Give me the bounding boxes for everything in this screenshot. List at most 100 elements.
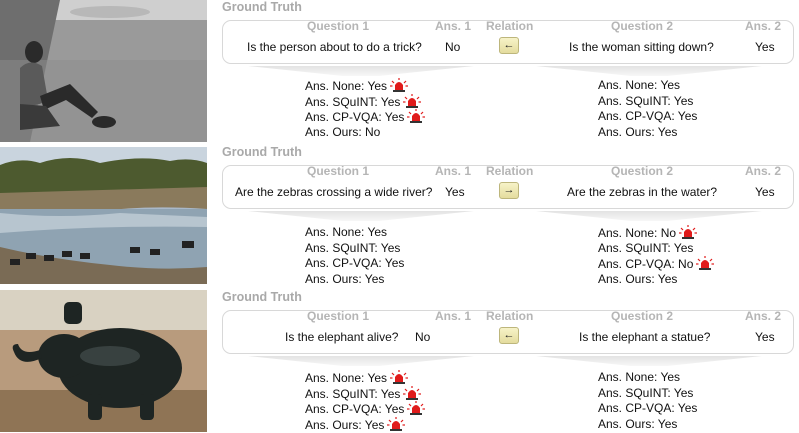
funnel-left [248, 211, 474, 221]
model-answer-row: Ans. CP-VQA: Yes [305, 109, 426, 125]
question-1-header: Question 1 [307, 19, 370, 33]
answer-2-text: Yes [755, 185, 775, 199]
model-answer-text: Ans. SQuINT: Yes [305, 94, 401, 109]
question-2-header: Question 2 [611, 19, 674, 33]
funnel-left [248, 66, 474, 76]
model-answer-row: Ans. Ours: No [305, 125, 425, 141]
model-answer-text: Ans. Ours: Yes [305, 271, 385, 286]
alert-siren-icon [403, 93, 422, 108]
question-2-header: Question 2 [611, 164, 674, 178]
model-answer-text: Ans. SQuINT: Yes [598, 385, 694, 400]
model-answer-row: Ans. Ours: Yes [305, 416, 425, 433]
alert-siren-icon [679, 225, 698, 239]
question-2-header: Question 2 [611, 309, 674, 323]
model-answer-row: Ans. SQuINT: Yes [598, 94, 697, 110]
question-pair-box: Question 1 Ans. 1 Relation Question 2 An… [222, 164, 794, 209]
answer-1-text: Yes [445, 185, 465, 199]
arrow-left-icon: ← [499, 327, 519, 344]
ground-truth-label: Ground Truth [222, 0, 302, 14]
relation-header: Relation [486, 19, 534, 33]
model-answer-row: Ans. CP-VQA: Yes [598, 401, 697, 417]
model-answer-row: Ans. CP-VQA: No [598, 256, 715, 272]
question-pair-box: Question 1 Ans. 1 Relation Question 2 An… [222, 19, 794, 64]
alert-siren-icon [390, 370, 409, 384]
funnel-right [536, 66, 762, 76]
answer-2-text: Yes [755, 330, 775, 344]
funnel-left [248, 356, 474, 366]
model-answer-text: Ans. None: Yes [305, 371, 388, 385]
funnel-right [536, 356, 762, 366]
ans-1-header: Ans. 1 [435, 309, 472, 323]
model-answer-row: Ans. None: Yes [305, 225, 404, 241]
model-answer-row: Ans. CP-VQA: Yes [598, 109, 697, 125]
alert-siren-icon [407, 109, 426, 123]
ans-2-header: Ans. 2 [745, 309, 782, 323]
question-2-text: Is the woman sitting down? [569, 40, 714, 54]
example-1-image [0, 0, 207, 142]
model-answer-row: Ans. Ours: Yes [305, 272, 404, 288]
arrow-right-icon: → [499, 182, 519, 199]
model-answer-text: Ans. Ours: Yes [598, 416, 678, 431]
model-answer-row: Ans. Ours: Yes [598, 417, 697, 433]
model-answer-row: Ans. SQuINT: Yes [598, 241, 714, 257]
question-pair-box: Question 1 Ans. 1 Relation Question 2 An… [222, 309, 794, 354]
relation-header: Relation [486, 309, 534, 323]
model-answer-text: Ans. None: Yes [305, 225, 388, 239]
model-answer-row: Ans. Ours: Yes [598, 272, 714, 288]
model-answer-text: Ans. CP-VQA: Yes [305, 256, 405, 270]
model-answer-row: Ans. None: Yes [305, 78, 425, 94]
model-answer-row: Ans. Ours: Yes [598, 125, 697, 141]
ans-1-header: Ans. 1 [435, 19, 472, 33]
model-answer-text: Ans. Ours: Yes [305, 417, 385, 432]
model-answer-text: Ans. None: Yes [598, 78, 681, 92]
question-2-text: Are the zebras in the water? [567, 185, 718, 199]
alert-siren-icon [390, 78, 409, 92]
alert-siren-icon [407, 401, 426, 415]
question-1-header: Question 1 [307, 164, 370, 178]
model-answer-text: Ans. SQuINT: Yes [598, 240, 694, 255]
model-answer-row: Ans. CP-VQA: Yes [305, 401, 426, 417]
ground-truth-label: Ground Truth [222, 145, 302, 159]
answer-2-text: Yes [755, 40, 775, 54]
model-answer-text: Ans. None: No [598, 226, 677, 240]
model-answer-row: Ans. SQuINT: Yes [305, 93, 425, 110]
model-answer-text: Ans. CP-VQA: Yes [305, 110, 405, 124]
answer-1-text: No [415, 330, 431, 344]
question-1-header: Question 1 [307, 309, 370, 323]
ans-2-header: Ans. 2 [745, 164, 782, 178]
model-answer-text: Ans. SQuINT: Yes [305, 240, 401, 255]
model-answer-row: Ans. None: Yes [305, 370, 425, 386]
example-3-image [0, 290, 207, 432]
alert-siren-icon [696, 256, 715, 270]
model-answer-row: Ans. SQuINT: Yes [305, 241, 404, 257]
ans-2-header: Ans. 2 [745, 19, 782, 33]
model-answer-text: Ans. Ours: No [305, 124, 381, 139]
model-answer-text: Ans. Ours: Yes [598, 124, 678, 139]
alert-siren-icon [403, 385, 422, 400]
question-2-text: Is the elephant a statue? [579, 330, 711, 344]
example-2-image [0, 147, 207, 284]
model-answer-row: Ans. SQuINT: Yes [305, 385, 425, 402]
model-answer-row: Ans. None: Yes [598, 370, 697, 386]
model-answer-text: Ans. CP-VQA: Yes [598, 401, 698, 415]
model-answer-text: Ans. None: Yes [305, 79, 388, 93]
answer-1-text: No [445, 40, 461, 54]
model-answer-text: Ans. SQuINT: Yes [598, 93, 694, 108]
model-answer-text: Ans. Ours: Yes [598, 271, 678, 286]
model-answer-text: Ans. None: Yes [598, 370, 681, 384]
model-answer-row: Ans. SQuINT: Yes [598, 386, 697, 402]
arrow-left-icon: ← [499, 37, 519, 54]
ground-truth-label: Ground Truth [222, 290, 302, 304]
model-answer-row: Ans. None: No [598, 225, 714, 241]
funnel-right [536, 211, 762, 221]
ans-1-header: Ans. 1 [435, 164, 472, 178]
relation-header: Relation [486, 164, 534, 178]
model-answer-text: Ans. CP-VQA: Yes [305, 402, 405, 416]
model-answer-text: Ans. CP-VQA: Yes [598, 109, 698, 123]
question-1-text: Are the zebras crossing a wide river? [235, 185, 433, 199]
